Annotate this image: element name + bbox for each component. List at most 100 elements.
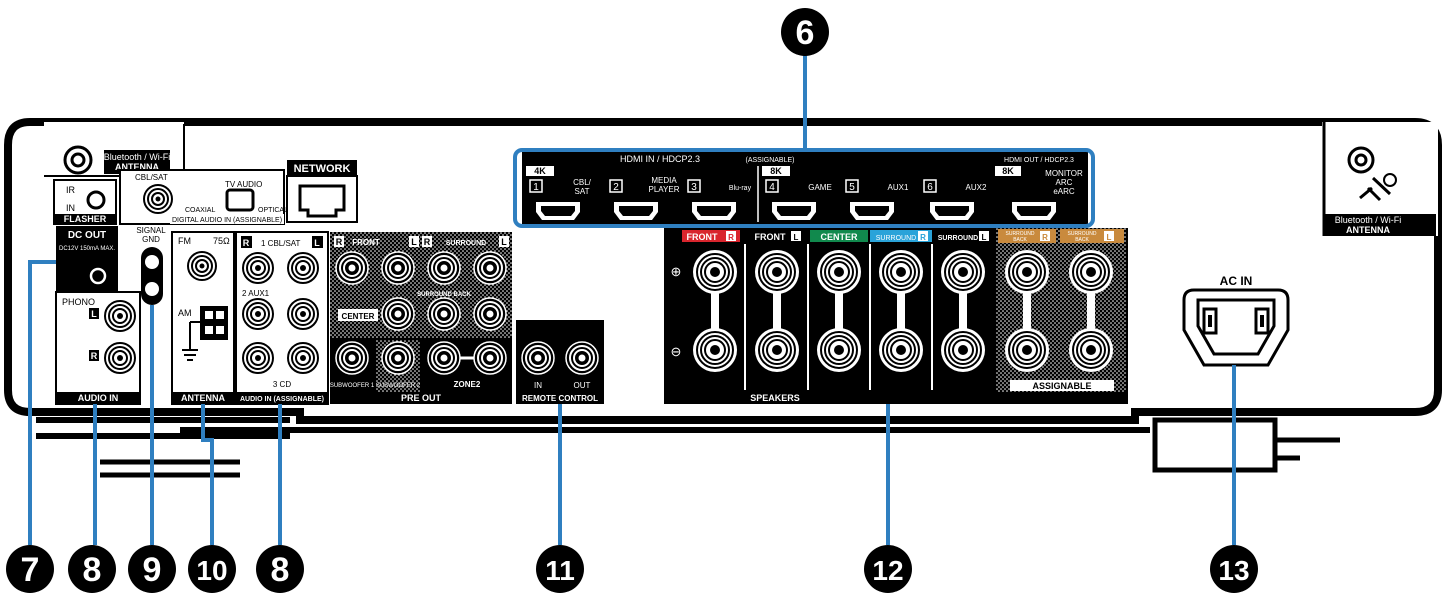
remote-in-jack[interactable] [521, 341, 555, 375]
pre-zone2-l[interactable] [473, 341, 507, 375]
svg-text:8K: 8K [770, 166, 782, 176]
svg-text:SURROUND: SURROUND [446, 240, 486, 247]
aux1-l-jack[interactable] [287, 298, 319, 330]
svg-text:OPTICAL: OPTICAL [258, 207, 288, 214]
svg-text:BACK: BACK [1075, 237, 1089, 243]
svg-text:1 CBL/SAT: 1 CBL/SAT [261, 239, 301, 248]
audio-in-assignable: R 1 CBL/SAT L 2 AUX1 3 CD AUDIO IN (ASSI… [235, 231, 329, 405]
speaker-surround-back-l[interactable] [1068, 249, 1114, 373]
pre-surround-back-r[interactable] [427, 297, 461, 331]
dc-out-jack[interactable] [89, 267, 107, 285]
svg-text:R: R [336, 237, 343, 247]
hdmi-in-1[interactable] [536, 202, 580, 220]
pre-surround-r[interactable] [427, 251, 461, 285]
hdmi-in-2[interactable] [614, 202, 658, 220]
svg-text:ZONE2: ZONE2 [454, 380, 481, 389]
cbl-sat-l-jack[interactable] [287, 252, 319, 284]
optical-jack[interactable] [225, 188, 255, 212]
pre-front-r[interactable] [335, 251, 369, 285]
svg-text:SURROUND: SURROUND [1006, 231, 1035, 237]
pre-center[interactable] [381, 297, 415, 331]
speaker-surround-back-r[interactable] [1004, 249, 1050, 373]
phono-r-jack[interactable] [104, 342, 136, 374]
svg-text:Bluetooth / Wi-Fi: Bluetooth / Wi-Fi [1335, 215, 1402, 225]
svg-text:75Ω: 75Ω [213, 236, 230, 246]
svg-text:MONITOR: MONITOR [1045, 169, 1083, 178]
fm-antenna-jack[interactable] [187, 251, 217, 281]
svg-text:L: L [314, 238, 320, 248]
svg-text:R: R [243, 238, 250, 248]
svg-text:AUDIO IN: AUDIO IN [78, 393, 119, 403]
pre-surround-l[interactable] [473, 251, 507, 285]
pre-front-l[interactable] [381, 251, 415, 285]
svg-text:PHONO: PHONO [62, 297, 95, 307]
svg-text:R: R [91, 351, 98, 361]
cd-l-jack[interactable] [287, 342, 319, 374]
cd-r-jack[interactable] [242, 342, 274, 374]
gnd-terminal-bottom[interactable] [145, 282, 159, 296]
hdmi-in-5[interactable] [850, 202, 894, 220]
antenna-connector-icon[interactable] [1347, 146, 1375, 174]
aux1-r-jack[interactable] [242, 298, 274, 330]
pre-subwoofer-1[interactable] [335, 341, 369, 375]
svg-text:2 AUX1: 2 AUX1 [242, 289, 270, 298]
svg-text:CENTER: CENTER [342, 312, 375, 321]
svg-text:FRONT: FRONT [755, 232, 786, 242]
svg-text:SURROUND: SURROUND [876, 235, 916, 242]
svg-text:PLAYER: PLAYER [649, 185, 680, 194]
svg-text:L: L [982, 233, 987, 242]
cbl-sat-r-jack[interactable] [242, 252, 274, 284]
hdmi-in-4[interactable] [772, 202, 816, 220]
ac-socket[interactable] [1196, 298, 1276, 356]
svg-text:DIGITAL AUDIO IN (ASSIGNABLE): DIGITAL AUDIO IN (ASSIGNABLE) [172, 217, 282, 224]
hdmi-in-6[interactable] [930, 202, 974, 220]
ac-inlet: AC IN [1182, 274, 1290, 367]
hdmi-in-3[interactable] [692, 202, 736, 220]
leader-lines [28, 55, 1236, 545]
svg-text:AUX1: AUX1 [888, 183, 909, 192]
ir-flasher-jack[interactable] [86, 190, 106, 210]
svg-text:FRONT: FRONT [687, 232, 718, 242]
svg-text:SURROUND BACK: SURROUND BACK [417, 292, 471, 298]
svg-text:⊕: ⊕ [671, 264, 682, 279]
svg-text:AUDIO IN (ASSIGNABLE): AUDIO IN (ASSIGNABLE) [240, 396, 324, 403]
pre-zone2-r[interactable] [427, 341, 461, 375]
speaker-surround-l[interactable] [940, 249, 986, 373]
svg-text:AC IN: AC IN [1220, 274, 1253, 288]
ethernet-jack[interactable] [298, 184, 346, 218]
svg-text:R: R [424, 237, 431, 247]
svg-text:R: R [728, 233, 734, 242]
svg-text:4K: 4K [534, 166, 546, 176]
speaker-center[interactable] [816, 249, 862, 373]
svg-text:DC12V 150mA MAX.: DC12V 150mA MAX. [59, 246, 115, 252]
phono-audio-in: PHONO L R AUDIO IN [55, 291, 141, 405]
callout-11: 11 [536, 545, 584, 593]
svg-text:10: 10 [196, 555, 227, 586]
bt-label: Bluetooth / Wi-Fi [104, 152, 171, 162]
coaxial-jack[interactable] [143, 184, 173, 214]
phono-l-jack[interactable] [104, 300, 136, 332]
svg-text:12: 12 [872, 555, 903, 586]
svg-text:8: 8 [271, 551, 290, 589]
pre-subwoofer-2[interactable] [381, 341, 415, 375]
svg-text:BACK: BACK [1013, 237, 1027, 243]
svg-text:eARC: eARC [1053, 187, 1075, 196]
svg-text:OUT: OUT [574, 381, 591, 390]
svg-text:FRONT: FRONT [352, 238, 380, 247]
antenna-connector-icon[interactable] [63, 145, 93, 175]
svg-text:NETWORK: NETWORK [294, 163, 351, 175]
speaker-front-l[interactable] [754, 249, 800, 373]
remote-out-jack[interactable] [565, 341, 599, 375]
svg-text:IR: IR [66, 185, 76, 195]
svg-text:IN: IN [534, 381, 542, 390]
speaker-surround-r[interactable] [878, 249, 924, 373]
svg-text:PRE OUT: PRE OUT [401, 393, 442, 403]
pre-surround-back-l[interactable] [473, 297, 507, 331]
speaker-front-r[interactable] [692, 249, 738, 373]
svg-text:3: 3 [691, 182, 697, 193]
hdmi-out-monitor[interactable] [1012, 202, 1056, 220]
gnd-terminal-top[interactable] [145, 255, 159, 269]
svg-text:6: 6 [796, 14, 815, 52]
svg-text:R: R [1042, 233, 1048, 242]
